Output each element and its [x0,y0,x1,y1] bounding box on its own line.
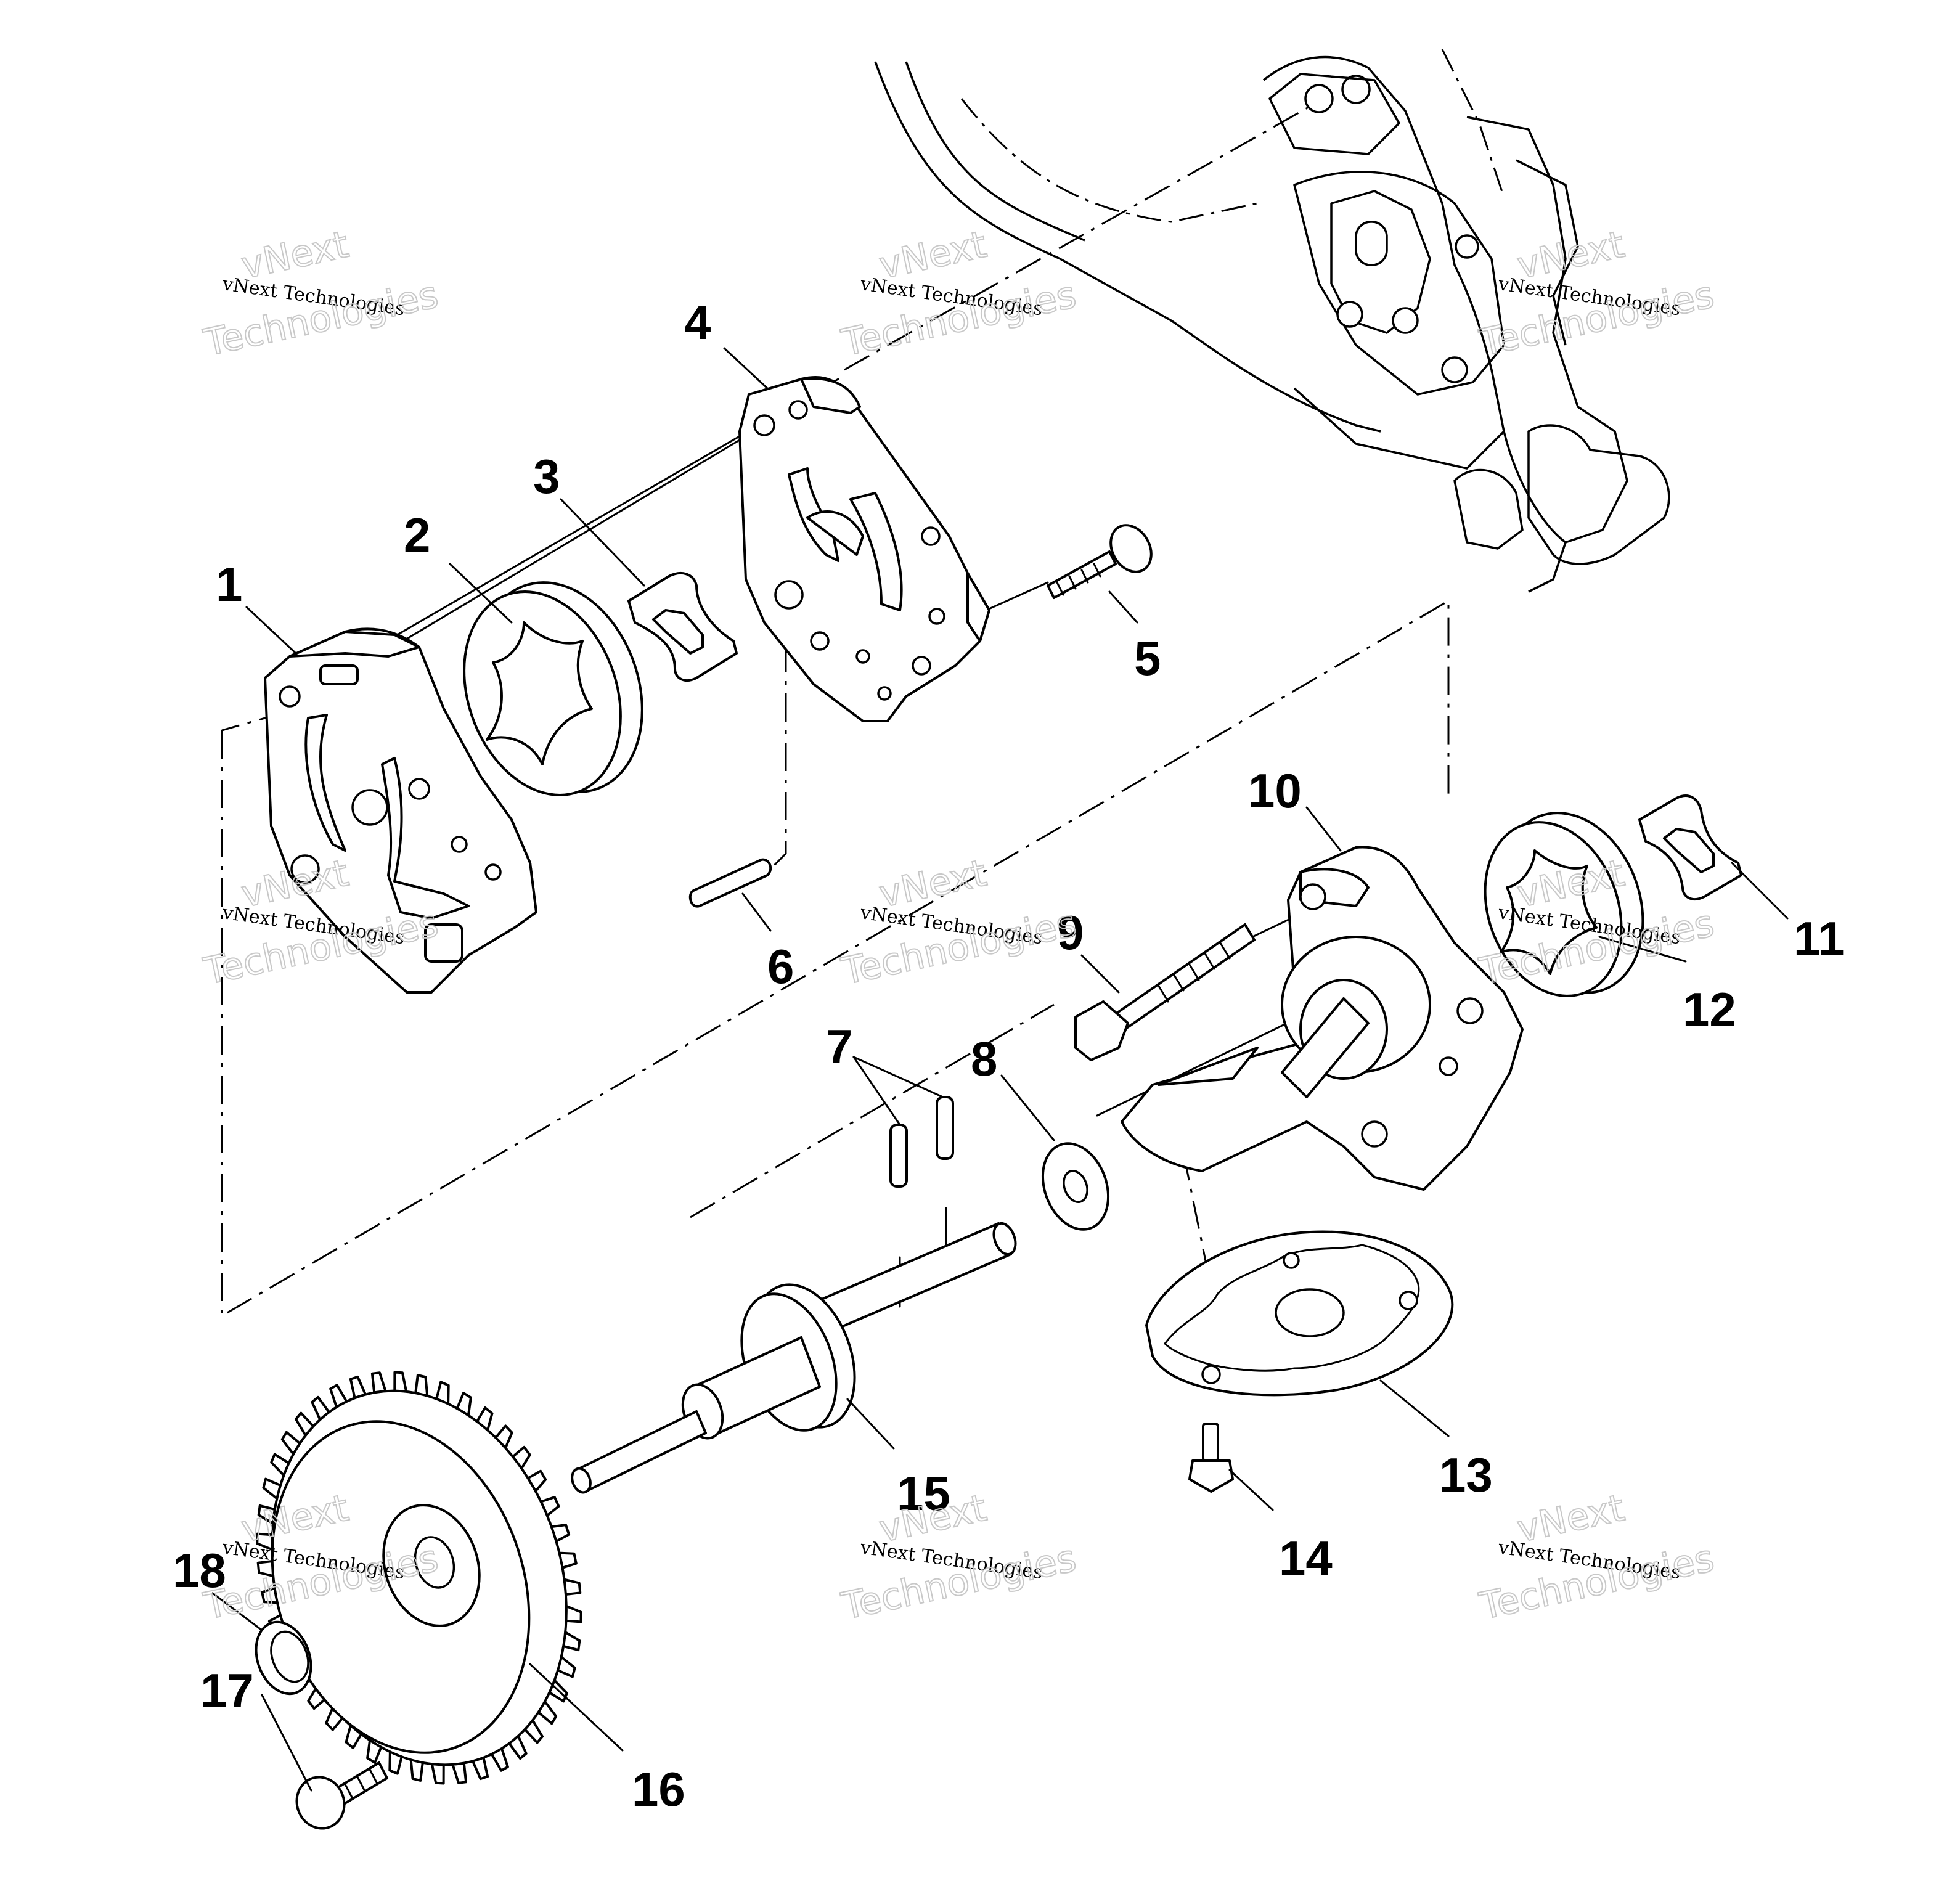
callout-7: 7 [826,1019,852,1074]
gear-tooth [370,1371,387,1394]
leader-lines [211,347,1789,1792]
callout-labels: 1 2 3 4 5 6 7 8 9 10 11 12 13 14 15 16 1… [173,295,1844,1816]
callout-16: 16 [632,1762,685,1816]
part-2-outer-rotor [463,581,643,796]
part-1-pump-body [264,627,537,994]
part-17-bolt [295,1761,388,1830]
callout-10: 10 [1248,764,1302,818]
part-4-pump-plate [738,376,990,722]
part-10-pump-cover [1121,846,1524,1191]
part-14-screw [1188,1423,1234,1493]
part-12-outer-rotor [1484,812,1644,997]
part-15-drive-shaft [571,1222,1017,1494]
callout-2: 2 [404,508,430,562]
callout-14: 14 [1279,1531,1333,1585]
callout-9: 9 [1057,905,1084,960]
callout-18: 18 [173,1543,226,1598]
gear-tooth [393,1371,408,1393]
callout-13: 13 [1439,1448,1493,1502]
watermark-2: vNext vNext Technologies Technologies [837,222,1080,365]
callout-15: 15 [897,1466,950,1521]
part-8-washer [1041,1142,1110,1231]
part-9-bolt [1074,923,1256,1061]
watermark-3: vNext vNext Technologies Technologies [1475,222,1718,365]
watermark-1: vNext vNext Technologies Technologies [199,222,443,365]
gear-tooth [565,1604,582,1623]
gear-tooth [451,1761,468,1784]
callout-8: 8 [971,1032,997,1086]
callout-17: 17 [200,1663,254,1718]
part-5-screw [1047,524,1153,599]
callout-6: 6 [767,939,794,994]
part-3-inner-rotor [627,572,738,682]
callout-3: 3 [533,449,560,504]
callout-11: 11 [1794,912,1844,966]
part-11-inner-rotor [1638,794,1742,900]
callout-1: 1 [216,557,242,611]
part-18-washer [255,1620,312,1696]
part-7-pins [889,1096,954,1188]
watermark-9: vNext vNext Technologies Technologies [1475,1486,1718,1629]
part-6-dowel-pin [688,858,772,908]
watermark-5: vNext vNext Technologies Technologies [837,851,1080,994]
callout-5: 5 [1134,631,1161,685]
gear-tooth [430,1763,445,1785]
callout-4: 4 [684,295,711,349]
engine-case [874,49,1670,593]
callout-12: 12 [1683,982,1736,1037]
watermark-8: vNext vNext Technologies Technologies [837,1486,1080,1629]
part-16-gear [256,1371,582,1785]
part-13-gasket [1145,1230,1454,1397]
